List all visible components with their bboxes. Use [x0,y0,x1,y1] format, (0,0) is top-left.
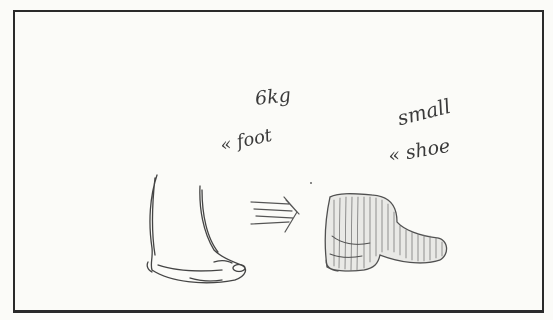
small-shoe-sketch-icon [325,194,446,271]
foot-sketch-icon [147,175,245,283]
motion-arrow-icon [251,197,299,232]
stray-mark [310,182,312,184]
weight-annotation: 6kg [254,84,292,110]
